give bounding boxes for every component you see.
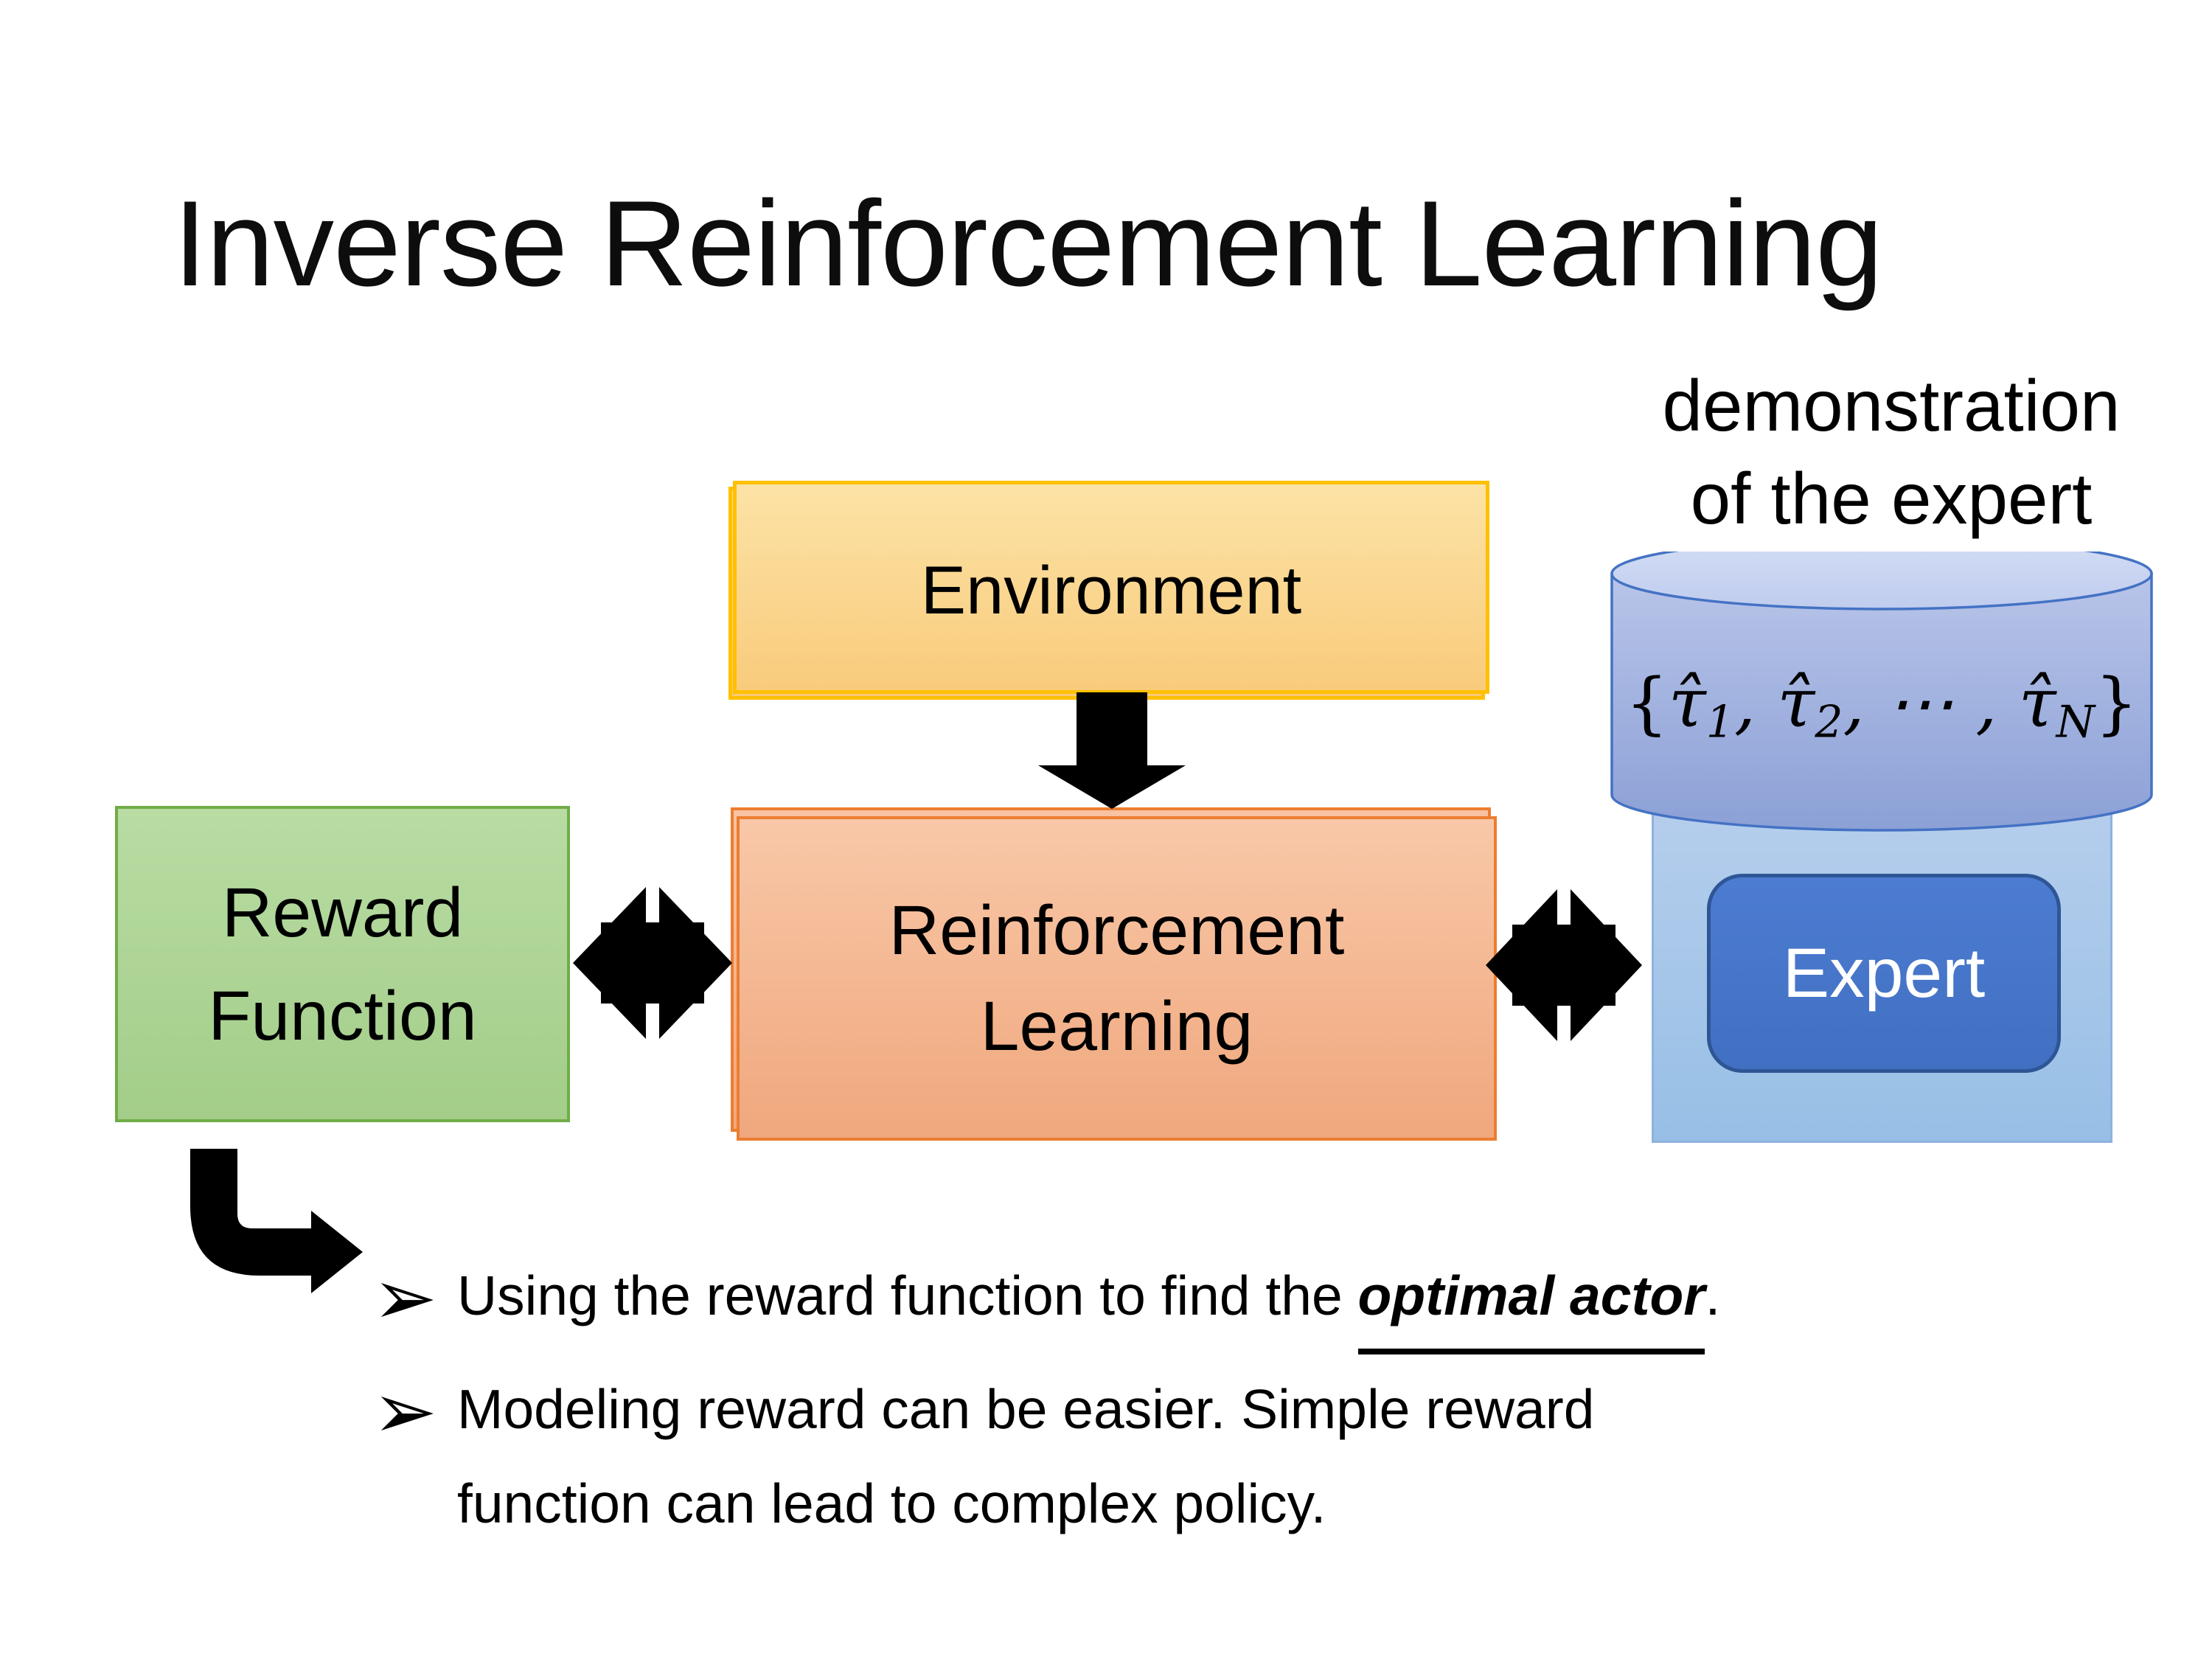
reward-label-line1: Reward <box>221 873 464 952</box>
bullet-2-line1: Modeling reward can be easier. Simple re… <box>457 1378 1595 1440</box>
demonstration-caption-line2: of the expert <box>1690 458 2093 539</box>
formula-sub-1: 1 <box>1705 696 1734 748</box>
formula-separator-1: , <box>1733 664 1778 742</box>
bullet-item-optimal-actor: ➢ Using the reward function to find the … <box>372 1248 2068 1354</box>
bullet-1-prefix: Using the reward function to find the <box>457 1265 1358 1326</box>
database-cylinder-icon <box>1610 552 2153 832</box>
demonstration-caption-line1: demonstration <box>1662 365 2121 446</box>
formula-sub-n: N <box>2056 696 2096 748</box>
rl-label-line1: Reinforcement <box>888 891 1345 970</box>
double-headed-arrow-right-icon <box>1486 889 1642 1041</box>
environment-label: Environment <box>920 552 1302 628</box>
formula-tau-n: τ̂ <box>2018 664 2056 742</box>
bullet-1-emphasis: optimal actor <box>1357 1265 1705 1354</box>
reward-label-line2: Function <box>208 976 477 1055</box>
expert-box: Expert <box>1707 874 2061 1073</box>
expert-label: Expert <box>1782 933 1986 1012</box>
bullet-2-text: Modeling reward can be easier. Simple re… <box>457 1362 1594 1551</box>
reinforcement-learning-box: Reinforcement Learning <box>737 816 1497 1141</box>
demonstration-caption: demonstration of the expert <box>1585 359 2197 545</box>
formula-open-brace: { <box>1625 664 1669 742</box>
bullet-arrowhead-icon: ➢ <box>372 1255 437 1341</box>
formula-tau-2: τ̂ <box>1777 664 1815 742</box>
reward-function-box: Reward Function <box>115 806 570 1122</box>
formula-sub-2: 2 <box>1815 696 1843 748</box>
trajectory-set-formula: {τ̂1, τ̂2, ⋯ , τ̂N} <box>1615 652 2149 773</box>
formula-ellipsis: , ⋯ , <box>1843 664 2019 742</box>
bullet-1-text: Using the reward function to find the op… <box>457 1248 1721 1354</box>
formula-tau-1: τ̂ <box>1668 664 1706 742</box>
reinforcement-learning-label: Reinforcement Learning <box>889 883 1345 1074</box>
down-arrow-icon <box>1038 692 1186 809</box>
environment-box: Environment <box>733 481 1489 694</box>
reward-function-label: Reward Function <box>208 861 476 1068</box>
bullet-1-suffix: . <box>1705 1265 1721 1326</box>
rl-label-line2: Learning <box>980 987 1253 1065</box>
formula-close-brace: } <box>2095 664 2138 742</box>
bullet-item-modeling-reward: ➢ Modeling reward can be easier. Simple … <box>372 1362 2068 1551</box>
page-title: Inverse Reinforcement Learning <box>173 175 1883 311</box>
elbow-arrow-icon <box>190 1149 363 1293</box>
bullet-2-line2: function can lead to complex policy. <box>457 1472 1326 1534</box>
double-headed-arrow-left-icon <box>573 887 732 1039</box>
bullet-arrowhead-icon: ➢ <box>372 1368 437 1455</box>
